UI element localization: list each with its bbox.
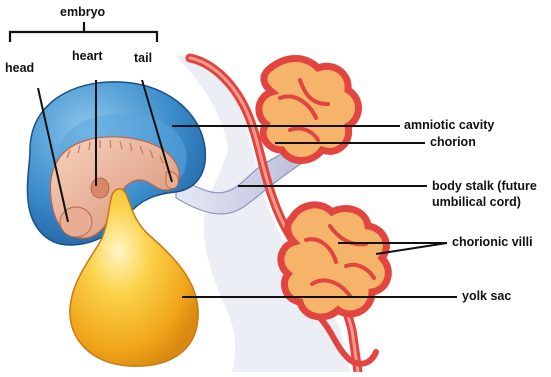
- label-amniotic-cavity: amniotic cavity: [404, 118, 494, 132]
- label-body-stalk-line2: umbilical cord): [432, 195, 521, 209]
- label-chorionic-villi: chorionic villi: [452, 235, 533, 249]
- embryo-heart: [91, 178, 109, 198]
- label-yolk-sac: yolk sac: [462, 289, 511, 303]
- embryo-bracket: [10, 22, 157, 42]
- label-heart: heart: [72, 49, 103, 63]
- label-body-stalk-line1: body stalk (future: [432, 179, 537, 193]
- label-head: head: [5, 61, 34, 75]
- villi-cluster-upper: [259, 58, 359, 160]
- label-embryo: embryo: [60, 5, 105, 19]
- label-chorion: chorion: [430, 135, 476, 149]
- label-tail: tail: [134, 51, 152, 65]
